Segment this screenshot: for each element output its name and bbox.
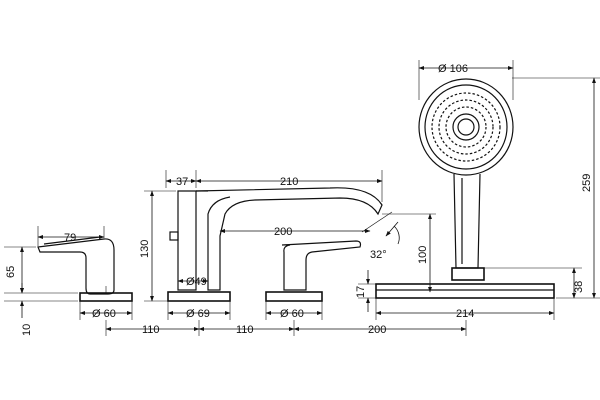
dim-w214: 214 xyxy=(456,308,474,320)
dim-d49: Ø49 xyxy=(186,276,207,288)
dim-h259: 259 xyxy=(581,174,593,192)
dim-d60-right: Ø 60 xyxy=(280,308,304,320)
dim-w79: 79 xyxy=(64,232,76,244)
dim-w37: 37 xyxy=(176,176,188,188)
dim-h100: 100 xyxy=(417,246,429,264)
dim-w210: 210 xyxy=(280,176,298,188)
right-valve-handle xyxy=(265,240,362,302)
dim-a32: 32° xyxy=(370,249,387,261)
hand-shower xyxy=(375,78,555,299)
dim-d69: Ø 69 xyxy=(186,308,210,320)
dim-d60-left: Ø 60 xyxy=(92,308,116,320)
bath-spout xyxy=(167,187,383,302)
dim-h10: 10 xyxy=(21,324,33,336)
dim-w110-left: 110 xyxy=(142,324,160,336)
left-valve-handle xyxy=(37,236,133,302)
dim-w200-spout: 200 xyxy=(274,226,292,238)
dim-h130: 130 xyxy=(139,240,151,258)
dim-h65: 65 xyxy=(5,266,17,278)
dim-d106: Ø 106 xyxy=(438,63,468,75)
dim-w110-right: 110 xyxy=(236,324,254,336)
dim-h38: 38 xyxy=(573,281,585,293)
dim-h17: 17 xyxy=(355,286,367,298)
dim-w200-bottom: 200 xyxy=(368,324,386,336)
